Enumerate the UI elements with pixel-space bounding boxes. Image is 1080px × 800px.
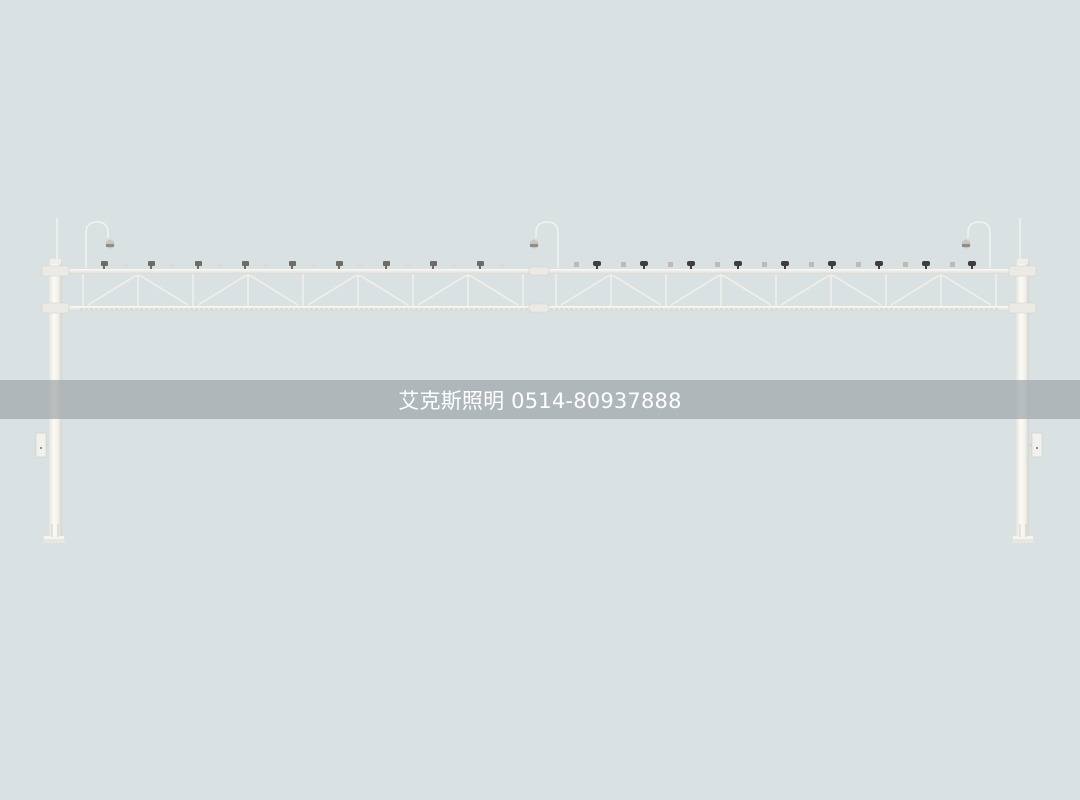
flood-lights-row [101, 261, 504, 269]
left-control-box [35, 432, 49, 458]
watermark-band: 艾克斯照明 0514-80937888 [0, 380, 1080, 419]
truss-beam [41, 265, 1037, 314]
right-control-box [1029, 432, 1043, 458]
ptz-camera-left [85, 221, 115, 268]
ptz-camera-right [961, 221, 991, 268]
lightning-rods [56, 218, 1021, 262]
watermark-text: 艾克斯照明 0514-80937888 [398, 388, 682, 413]
ptz-camera-center [529, 221, 559, 268]
bullet-cameras-row [574, 261, 976, 269]
